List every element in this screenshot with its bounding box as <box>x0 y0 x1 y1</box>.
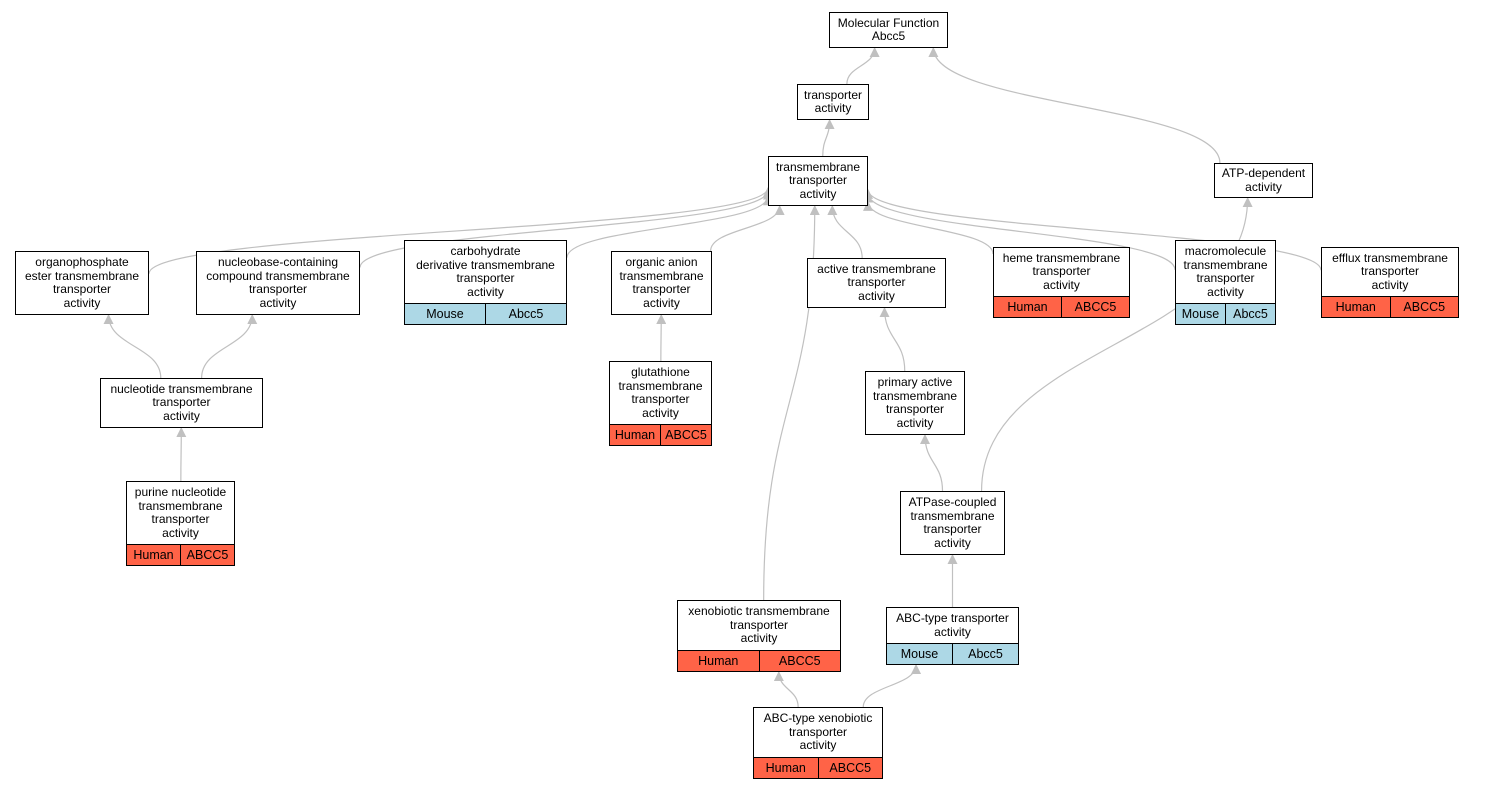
node-label: ABC-type transporter activity <box>896 611 1009 639</box>
node-label: purine nucleotide transmembrane transpor… <box>134 485 227 540</box>
node-label: primary active transmembrane transporter… <box>872 375 958 430</box>
node-label: organic anion transmembrane transporter … <box>619 255 704 310</box>
node-label: nucleotide transmembrane transporter act… <box>110 381 253 423</box>
edge-nucleobase-to-tm_transporter <box>359 189 773 268</box>
annotation-row: Mouse Abcc5 <box>405 303 566 324</box>
node-active-transmembrane-transporter-activity[interactable]: active transmembrane transporter activit… <box>807 258 946 308</box>
node-abc-type-transporter-activity[interactable]: ABC-type transporter activity Mouse Abcc… <box>886 607 1019 665</box>
node-purine-nucleotide-transmembrane-transporter-activity[interactable]: purine nucleotide transmembrane transpor… <box>126 481 235 566</box>
node-macromolecule-transmembrane-transporter-activity[interactable]: macromolecule transmembrane transporter … <box>1175 240 1276 325</box>
node-label: active transmembrane transporter activit… <box>817 261 936 303</box>
node-atp-dependent-activity[interactable]: ATP-dependent activity <box>1214 163 1313 198</box>
node-label: transmembrane transporter activity <box>775 159 861 201</box>
node-carbohydrate-derivative-transmembrane-transporter-activity[interactable]: carbohydrate derivative transmembrane tr… <box>404 240 567 325</box>
edge-primary_active-to-active_tm <box>879 307 906 372</box>
gene-tag: Abcc5 <box>952 644 1018 664</box>
annotation-row: Human ABCC5 <box>1322 296 1458 317</box>
node-nucleobase-containing-compound-transmembrane-transporter-activity[interactable]: nucleobase-containing compound transmemb… <box>196 251 360 315</box>
edge-carbohydrate-to-tm_transporter <box>566 195 773 258</box>
node-label: Molecular Function Abcc5 <box>837 15 940 43</box>
node-label: ATP-dependent activity <box>1221 166 1306 194</box>
annotation-row: Human ABCC5 <box>678 650 840 671</box>
edge-atpase_coupled-to-primary_active <box>920 434 944 492</box>
node-label: xenobiotic transmembrane transporter act… <box>688 604 830 646</box>
edge-nucleotide-to-nucleobase <box>201 314 258 379</box>
edge-heme-to-tm_transporter <box>863 200 994 255</box>
gene-tag: ABCC5 <box>1389 297 1458 317</box>
node-organophosphate-ester-transmembrane-transporter-activity[interactable]: organophosphate ester transmembrane tran… <box>15 251 149 315</box>
node-molecular-function-root[interactable]: Molecular Function Abcc5 <box>829 12 948 48</box>
species-tag: Human <box>754 758 818 778</box>
node-label: glutathione transmembrane transporter ac… <box>618 365 703 420</box>
node-organic-anion-transmembrane-transporter-activity[interactable]: organic anion transmembrane transporter … <box>611 251 712 315</box>
species-tag: Human <box>1322 297 1390 317</box>
node-glutathione-transmembrane-transporter-activity[interactable]: glutathione transmembrane transporter ac… <box>609 361 712 446</box>
node-label: macromolecule transmembrane transporter … <box>1183 244 1268 299</box>
edge-transporter-to-root <box>846 47 880 85</box>
edge-organic_anion-to-tm_transporter <box>709 205 785 252</box>
node-label: ATPase-coupled transmembrane transporter… <box>908 495 997 550</box>
node-atpase-coupled-transmembrane-transporter-activity[interactable]: ATPase-coupled transmembrane transporter… <box>900 491 1005 555</box>
node-label: ABC-type xenobiotic transporter activity <box>763 711 873 753</box>
node-label: transporter activity <box>803 87 863 115</box>
edge-organophosphate-to-tm_transporter <box>148 186 773 274</box>
edge-abc_xenobiotic-to-xenobiotic <box>773 671 799 708</box>
node-heme-transmembrane-transporter-activity[interactable]: heme transmembrane transporter activity … <box>993 247 1130 318</box>
species-tag: Mouse <box>405 304 485 324</box>
edge-tm_transporter-to-transporter <box>822 119 835 157</box>
node-efflux-transmembrane-transporter-activity[interactable]: efflux transmembrane transporter activit… <box>1321 247 1459 318</box>
node-label: organophosphate ester transmembrane tran… <box>24 255 140 310</box>
annotation-row: Human ABCC5 <box>994 296 1129 317</box>
species-tag: Human <box>994 297 1061 317</box>
node-label: carbohydrate derivative transmembrane tr… <box>416 244 555 299</box>
node-xenobiotic-transmembrane-transporter-activity[interactable]: xenobiotic transmembrane transporter act… <box>677 600 841 672</box>
node-label: nucleobase-containing compound transmemb… <box>206 255 350 310</box>
gene-tag: ABCC5 <box>660 425 711 445</box>
gene-tag: ABCC5 <box>817 758 882 778</box>
annotation-row: Mouse Abcc5 <box>1176 303 1275 324</box>
species-tag: Human <box>127 545 180 565</box>
node-abc-type-xenobiotic-transporter-activity[interactable]: ABC-type xenobiotic transporter activity… <box>753 707 883 779</box>
node-label: heme transmembrane transporter activity <box>1002 250 1121 292</box>
species-tag: Mouse <box>1176 304 1225 324</box>
node-transmembrane-transporter-activity[interactable]: transmembrane transporter activity <box>768 156 868 206</box>
edge-active_tm-to-tm_transporter <box>827 205 863 259</box>
annotation-row: Human ABCC5 <box>610 424 711 445</box>
edge-nucleotide-to-organophosphate <box>103 314 162 379</box>
annotation-row: Human ABCC5 <box>127 544 234 565</box>
gene-tag: Abcc5 <box>1225 304 1275 324</box>
annotation-row: Human ABCC5 <box>754 757 882 778</box>
species-tag: Mouse <box>887 644 952 664</box>
species-tag: Human <box>678 651 759 671</box>
edge-atp_dependent-to-root <box>928 47 1221 164</box>
gene-tag: Abcc5 <box>485 304 566 324</box>
node-primary-active-transmembrane-transporter-activity[interactable]: primary active transmembrane transporter… <box>865 371 965 435</box>
species-tag: Human <box>610 425 660 445</box>
edge-macromolecule-to-tm_transporter <box>863 192 1176 271</box>
edge-efflux-to-tm_transporter <box>863 188 1322 271</box>
edge-abc_xenobiotic-to-abc_type <box>862 664 922 708</box>
node-transporter-activity[interactable]: transporter activity <box>797 84 869 120</box>
annotation-row: Mouse Abcc5 <box>887 643 1018 664</box>
gene-tag: ABCC5 <box>1061 297 1129 317</box>
node-nucleotide-transmembrane-transporter-activity[interactable]: nucleotide transmembrane transporter act… <box>100 378 263 428</box>
gene-tag: ABCC5 <box>758 651 840 671</box>
node-label: efflux transmembrane transporter activit… <box>1332 250 1448 292</box>
gene-tag: ABCC5 <box>180 545 234 565</box>
